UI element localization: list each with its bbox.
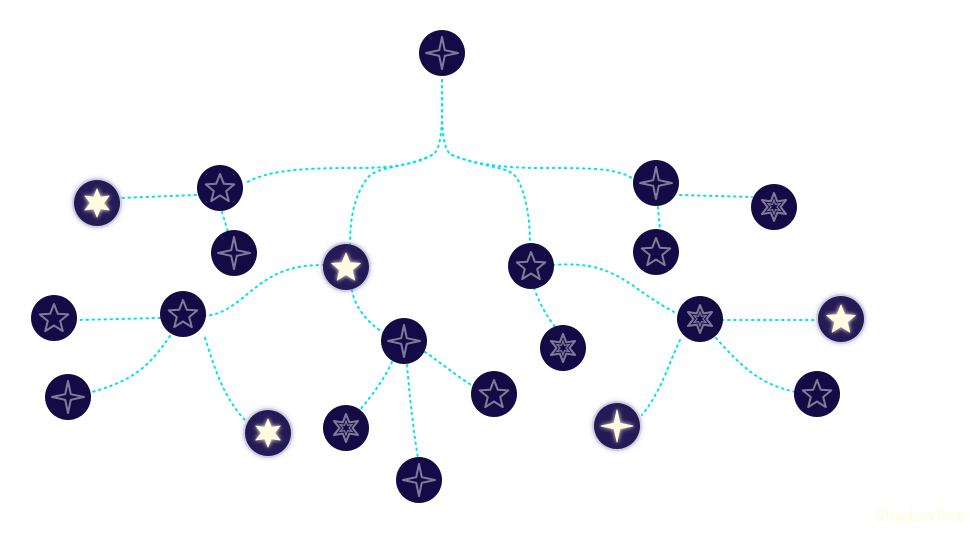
five-point-star-outline-icon: [801, 379, 833, 409]
edge-b-b1: [679, 194, 753, 198]
five-point-star-filled-icon: [331, 252, 361, 281]
node-e3: [243, 408, 293, 458]
four-point-star-outline-icon: [639, 166, 673, 200]
node-g2: [816, 294, 866, 344]
node-f3: [471, 371, 517, 417]
node-circle: [323, 405, 369, 451]
node-circle: [751, 184, 797, 230]
inner-star-icon: [766, 198, 782, 216]
five-point-star-outline-icon: [515, 251, 547, 281]
node-circle: [633, 160, 679, 206]
node-circle: [197, 165, 243, 211]
six-point-star-outline-icon: [686, 304, 714, 334]
edge-root-b: [440, 79, 633, 179]
edge-d-d1: [533, 287, 557, 329]
node-g: [677, 296, 723, 342]
node-circle: [794, 371, 840, 417]
edge-root-c: [349, 154, 433, 247]
node-circle: [419, 30, 465, 76]
edge-f-f1: [359, 361, 393, 411]
edges-layer: [77, 79, 819, 459]
node-circle: [45, 374, 91, 420]
four-point-star-outline-icon: [51, 380, 85, 414]
edge-e-e3: [204, 337, 247, 422]
edge-g-g3: [715, 337, 797, 393]
edge-a-a2: [221, 211, 229, 233]
five-point-star-outline-icon: [204, 173, 236, 203]
four-point-star-outline-icon: [402, 463, 436, 497]
five-point-star-outline-icon: [640, 237, 672, 267]
five-point-star-outline-icon: [167, 299, 199, 329]
node-circle: [540, 325, 586, 371]
edge-a-a1: [119, 194, 197, 199]
six-point-star-outline-icon: [332, 413, 360, 443]
node-f: [381, 318, 427, 364]
inner-star-icon: [692, 310, 708, 328]
node-circle: [508, 243, 554, 289]
node-d1: [540, 325, 586, 371]
node-circle: [160, 291, 206, 337]
inner-star-icon: [338, 419, 354, 437]
five-point-star-filled-icon: [826, 304, 856, 333]
node-a2: [211, 230, 257, 276]
edge-b-b2: [657, 206, 661, 231]
node-circle: [396, 457, 442, 503]
six-point-star-filled-icon: [255, 418, 281, 448]
watermark-text: ShadowTree: [875, 507, 966, 525]
edge-f-f2: [406, 364, 419, 459]
node-circle: [677, 296, 723, 342]
node-circle: [31, 295, 77, 341]
four-point-star-outline-icon: [425, 36, 459, 70]
node-circle: [471, 371, 517, 417]
node-c: [321, 242, 371, 292]
five-point-star-outline-icon: [478, 379, 510, 409]
four-point-star-filled-icon: [600, 409, 634, 443]
four-point-star-outline-icon: [387, 324, 421, 358]
node-g1: [592, 401, 642, 451]
edge-e-e2: [91, 335, 171, 393]
six-point-star-outline-icon: [760, 192, 788, 222]
edge-f-f3: [424, 351, 477, 389]
node-a: [197, 165, 243, 211]
node-b1: [751, 184, 797, 230]
node-f1: [323, 405, 369, 451]
node-d: [508, 243, 554, 289]
node-e1: [31, 295, 77, 341]
five-point-star-outline-icon: [38, 303, 70, 333]
nodes-layer: [31, 30, 866, 503]
node-circle: [381, 318, 427, 364]
node-e: [160, 291, 206, 337]
node-root: [419, 30, 465, 76]
four-point-star-outline-icon: [217, 236, 251, 270]
edge-root-d: [451, 154, 531, 245]
edge-root-a: [245, 79, 444, 184]
edge-e-e1: [77, 317, 161, 321]
six-point-star-filled-icon: [84, 188, 110, 218]
edge-g-g1: [641, 339, 681, 416]
node-circle: [211, 230, 257, 276]
edge-d-g: [552, 263, 679, 315]
node-b: [633, 160, 679, 206]
node-f2: [396, 457, 442, 503]
inner-star-icon: [555, 339, 571, 357]
node-g3: [794, 371, 840, 417]
six-point-star-outline-icon: [549, 333, 577, 363]
edge-c-e: [204, 264, 325, 317]
edge-c-f: [351, 289, 385, 334]
node-circle: [633, 229, 679, 275]
node-e2: [45, 374, 91, 420]
node-b2: [633, 229, 679, 275]
node-a1: [72, 178, 122, 228]
